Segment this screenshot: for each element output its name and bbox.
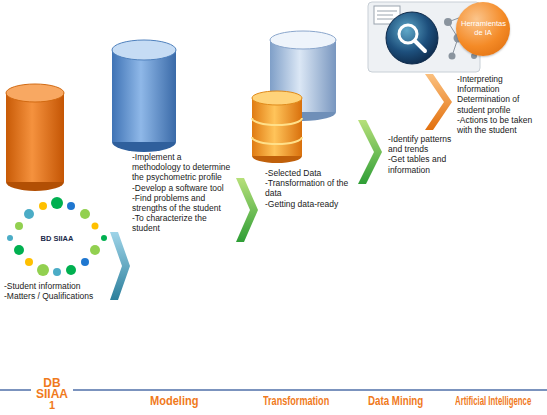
bullet-list: -Student information-Matters / Qualifica… bbox=[4, 281, 108, 301]
bullet-list: -Identify patterns and trends-Get tables… bbox=[388, 134, 464, 175]
stage-chevron bbox=[425, 74, 452, 130]
database-name: BD SIIAA bbox=[41, 234, 74, 243]
stage-title: Modeling bbox=[150, 394, 198, 407]
stage-bullet: -To characterize the student bbox=[132, 213, 232, 233]
tool-label: Herramientas de IA bbox=[461, 20, 505, 37]
stage-bullet: -Implement a methodology to determine th… bbox=[132, 152, 232, 183]
stage-bullet: -Transformation of the data bbox=[265, 178, 353, 198]
tool-circle: Herramientas de IA bbox=[456, 2, 510, 56]
stage-bullet: -Actions to be taken with the student bbox=[457, 115, 543, 135]
database-cylinder bbox=[6, 84, 64, 191]
stage-bullet: -Interpreting Information Determination … bbox=[457, 74, 543, 115]
stage-title: Transformation bbox=[263, 394, 329, 407]
stage-title: Data Mining bbox=[368, 394, 423, 407]
stage-chevron bbox=[110, 232, 130, 300]
database-cylinder bbox=[112, 40, 176, 152]
dot-cluster bbox=[7, 197, 107, 276]
stage-bullet: -Get tables and information bbox=[388, 154, 464, 174]
stage-chevron bbox=[358, 120, 382, 184]
stage-bullet: -Selected Data bbox=[265, 168, 353, 178]
stage-bullet: -Matters / Qualifications bbox=[4, 291, 108, 301]
stage-chevron bbox=[236, 178, 258, 242]
band-rule bbox=[0, 389, 547, 391]
stage-bullet: -Student information bbox=[4, 281, 108, 291]
stage-number: 1 bbox=[49, 400, 55, 411]
bullet-list: -Implement a methodology to determine th… bbox=[132, 152, 232, 234]
bullet-list: -Interpreting Information Determination … bbox=[457, 74, 543, 135]
stage-title: Artificial Intelligence bbox=[455, 394, 531, 407]
stage-title: DB SIIAA bbox=[31, 378, 73, 400]
stage-bullet: -Getting data-ready bbox=[265, 199, 353, 209]
stage-bullet: -Find problems and strengths of the stud… bbox=[132, 193, 232, 213]
stage-bullet: -Identify patterns and trends bbox=[388, 134, 464, 154]
stacked-database bbox=[252, 91, 302, 163]
stage-bullet: -Develop a software tool bbox=[132, 183, 232, 193]
bullet-list: -Selected Data-Transformation of the dat… bbox=[265, 168, 353, 209]
